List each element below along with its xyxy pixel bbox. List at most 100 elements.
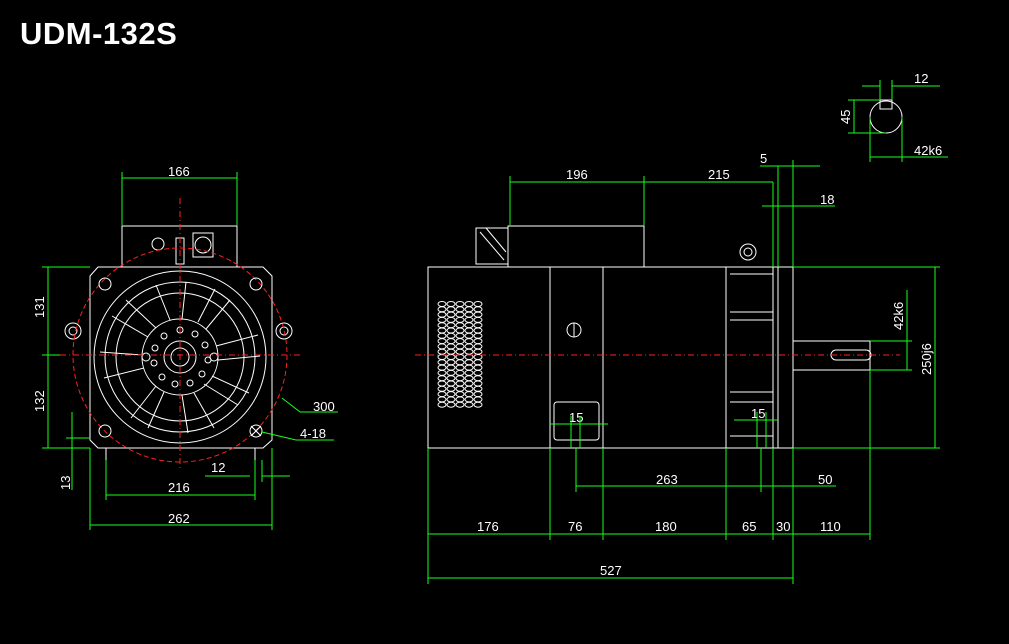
vent-slot: [464, 327, 474, 334]
vent-slot: [446, 338, 456, 345]
vent-slot: [464, 332, 474, 339]
vent-slot: [473, 306, 483, 313]
dim-holes: 4-18: [300, 426, 326, 441]
front-dimensions: 166 131 132 13 300 4-18 216 12 262: [32, 164, 338, 530]
vent-slot: [473, 380, 483, 387]
vent-slot: [446, 327, 456, 334]
dim-seg-6: 110: [820, 519, 841, 534]
vent-slot: [455, 348, 465, 355]
vent-slot: [446, 359, 456, 366]
vent-slot: [437, 385, 447, 392]
vent-slot: [455, 322, 465, 329]
vent-slot: [437, 396, 447, 403]
connector: [192, 232, 214, 258]
vent-slot: [473, 338, 483, 345]
dim-top-width: 166: [168, 164, 190, 179]
vent-slot: [464, 316, 474, 323]
dim-lower-height: 132: [32, 390, 47, 412]
vent-slot: [473, 311, 483, 318]
cable-gland: [475, 227, 509, 265]
vent-slot: [446, 343, 456, 350]
vent-slot: [437, 359, 447, 366]
vent-slot: [437, 311, 447, 318]
dim-box-length: 196: [566, 167, 588, 182]
vent-slot: [437, 306, 447, 313]
front-view: [60, 198, 300, 468]
dim-foot-hole-right: 15: [751, 406, 765, 421]
vent-slot: [437, 369, 447, 376]
vent-slot: [446, 316, 456, 323]
dim-foot-offset: 12: [211, 460, 225, 475]
foot-box: [553, 401, 600, 441]
model-title: UDM-132S: [20, 16, 178, 51]
dim-seg-4: 65: [742, 519, 756, 534]
eyebolt-left: [64, 322, 82, 340]
vent-slot: [473, 369, 483, 376]
corner-hole: [249, 424, 263, 438]
vent-slot: [473, 316, 483, 323]
spokes: [99, 281, 261, 434]
dim-shaft-dia: 42k6: [891, 302, 906, 330]
vent-slot: [455, 338, 465, 345]
key-detail: 12 45 42k6: [838, 71, 948, 162]
vent-slot: [446, 380, 456, 387]
vent-slot: [446, 301, 456, 307]
vent-slot: [473, 385, 483, 392]
vent-slot: [455, 391, 465, 398]
vent-slot: [455, 327, 465, 334]
vent-slot: [464, 380, 474, 387]
gland-left: [151, 237, 165, 251]
corner-hole: [249, 277, 263, 291]
housing-outline: [89, 266, 273, 449]
corner-hole: [98, 277, 112, 291]
vent-slot: [446, 391, 456, 398]
vent-slot: [464, 322, 474, 329]
motor-body: [427, 266, 774, 449]
vent-slot: [455, 375, 465, 382]
vent-slot: [455, 396, 465, 403]
dim-flange-gap: 5: [760, 151, 767, 166]
vent-slot: [464, 343, 474, 350]
vent-slot: [437, 332, 447, 339]
dim-foot-to-flange: 50: [818, 472, 832, 487]
dim-seg-3: 180: [655, 519, 677, 534]
vent-slot: [455, 316, 465, 323]
vent-slot: [473, 348, 483, 355]
vent-slot: [473, 322, 483, 329]
vent-slot: [437, 301, 447, 307]
vent-slot: [437, 338, 447, 345]
side-dimensions: 196 215 5 18 250j6 42k6 15 15 263 50: [427, 151, 940, 584]
vent-slot: [473, 391, 483, 398]
vent-slot: [446, 369, 456, 376]
vent-slot: [455, 359, 465, 366]
vent-slot: [464, 385, 474, 392]
key-height: 45: [838, 110, 853, 124]
dim-flange-thick: 18: [820, 192, 834, 207]
dim-seg-1: 176: [477, 519, 499, 534]
vent-slot: [464, 364, 474, 371]
vent-slot: [455, 301, 465, 307]
key-width: 12: [914, 71, 928, 86]
rim-outer: [93, 270, 267, 444]
vent-slot: [455, 401, 465, 408]
vent-slot: [437, 316, 447, 323]
vent-slot: [455, 306, 465, 313]
vent-slot: [446, 396, 456, 403]
vent-slot: [446, 311, 456, 318]
vent-slot: [464, 369, 474, 376]
vent-slot: [437, 391, 447, 398]
vent-slot: [455, 343, 465, 350]
dim-spigot-dia: 250j6: [919, 343, 934, 375]
flange: [772, 266, 794, 449]
dim-base-width: 262: [168, 511, 190, 526]
eyebolt-right: [275, 322, 293, 340]
vent-slot: [473, 396, 483, 403]
vent-slot: [464, 375, 474, 382]
vent-slot: [437, 364, 447, 371]
vent-slot: [446, 364, 456, 371]
vent-slot: [473, 332, 483, 339]
vent-slot: [437, 327, 447, 334]
vent-slot: [437, 322, 447, 329]
